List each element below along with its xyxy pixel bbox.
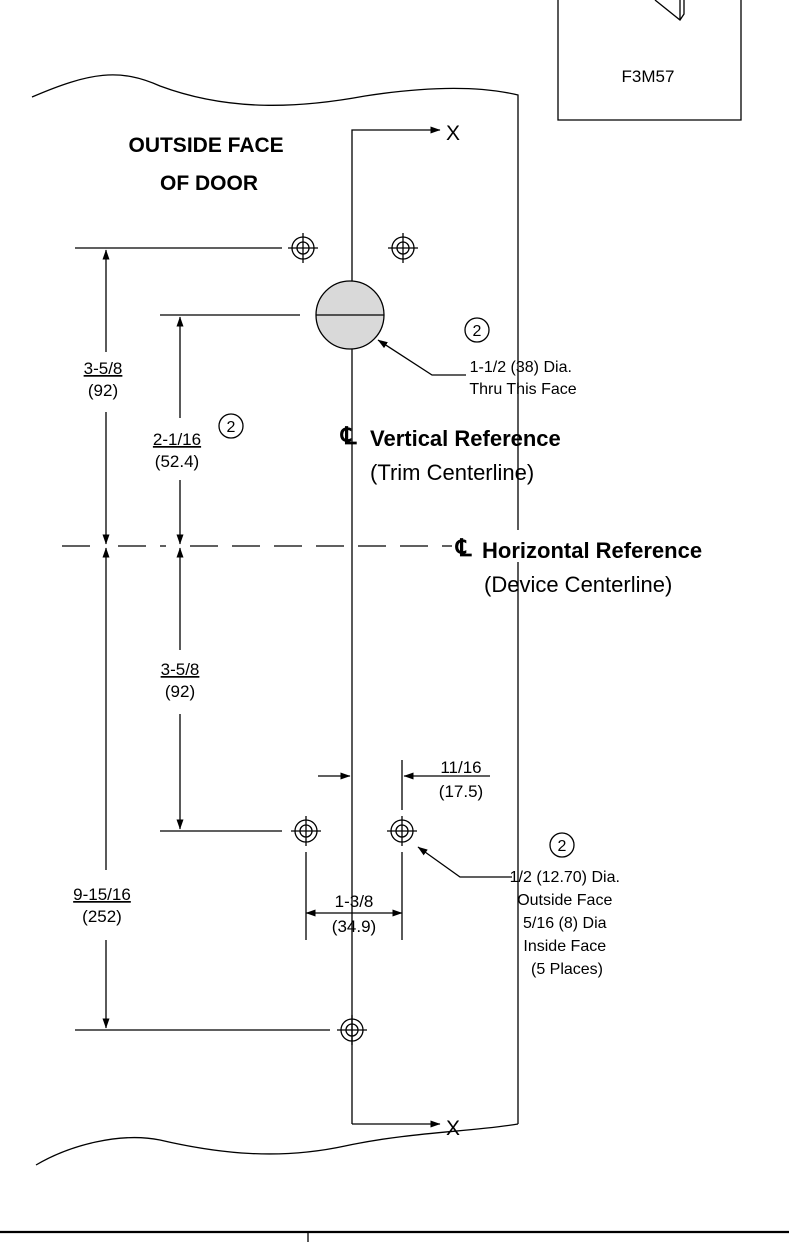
mounting-hole-lower-left [291,816,321,846]
horizontal-reference-title: Horizontal Reference [482,538,702,563]
small-hole-note-line-4: Inside Face [523,938,606,955]
large-hole [315,280,385,350]
callout-circle-2-large-hole [464,317,490,343]
door-face-title-line-2: OF DOOR [160,172,258,195]
dimension-large-hole-to-center: 2-1/16 (52.4) 2 [153,316,244,545]
dimension-top-hole-to-center-metric: (92) [88,381,118,400]
dimension-center-to-lower-holes-metric: (92) [165,682,195,701]
mounting-hole-lower-right [387,816,417,846]
dimension-large-hole-to-center-metric: (52.4) [155,452,199,471]
dimension-lower-hole-spacing: 1-3/8 (34.9) [305,892,403,936]
dimension-top-hole-to-center: 3-5/8 (92) [84,249,123,545]
axis-label-top: X [446,122,460,145]
figure-id-box: F3M57 [557,0,742,121]
dimension-hole-offset: 11/16 (17.5) [318,758,490,801]
horizontal-reference-label: ℄ Horizontal Reference (Device Centerlin… [452,530,752,597]
vertical-reference-subtitle: (Trim Centerline) [370,460,534,485]
extension-lines [75,247,403,1031]
dimension-center-to-bottom-hole-imperial: 9-15/16 [73,885,131,904]
small-hole-note: 1/2 (12.70) Dia. Outside Face 5/16 (8) D… [510,869,625,978]
callout-number-left: 2 [227,419,236,436]
dimension-lower-hole-spacing-metric: (34.9) [332,917,376,936]
small-hole-callout: 2 1/2 (12.70) Dia. Outside Face 5/16 (8)… [417,832,625,978]
door-outline [31,74,519,1166]
large-hole-callout: 2 1-1/2 (38) Dia. Thru This Face [377,317,577,398]
horizontal-reference-subtitle: (Device Centerline) [484,572,672,597]
large-hole-note-line-1: 1-1/2 (38) Dia. [470,359,572,376]
x-axis-reference-line: X X [351,122,460,1140]
small-hole-note-line-1: 1/2 (12.70) Dia. [510,869,620,886]
mounting-hole-top-left [288,233,318,263]
dimension-lower-hole-spacing-imperial: 1-3/8 [335,892,374,911]
small-hole-note-line-5: (5 Places) [531,961,603,978]
horizontal-reference-symbol: ℄ [455,535,472,562]
mounting-hole-bottom [337,1015,367,1045]
small-hole-note-line-3: 5/16 (8) Dia [523,915,607,932]
vertical-reference-symbol: ℄ [340,423,357,450]
dimension-center-to-lower-holes: 3-5/8 (92) [161,547,200,830]
mounting-hole-top-right [388,233,418,263]
small-hole-note-line-2: Outside Face [517,892,612,909]
dimension-top-hole-to-center-imperial: 3-5/8 [84,359,123,378]
dimension-large-hole-to-center-imperial: 2-1/16 [153,430,201,449]
large-hole-note: 1-1/2 (38) Dia. Thru This Face [469,359,576,398]
callout-circle-2-left [218,413,244,439]
dimension-hole-offset-metric: (17.5) [439,782,483,801]
vertical-reference-label: ℄ Vertical Reference (Trim Centerline) [340,423,561,485]
footer-rule [0,1230,789,1242]
large-hole-note-line-2: Thru This Face [469,381,576,398]
door-face-title-line-1: OUTSIDE FACE [128,134,283,157]
callout-number-large-hole: 2 [473,323,482,340]
dimension-hole-offset-imperial: 11/16 [440,758,481,777]
callout-number-small-hole: 2 [558,838,567,855]
axis-label-bottom: X [446,1117,460,1140]
callout-circle-2-small-hole [549,832,575,858]
dimension-center-to-lower-holes-imperial: 3-5/8 [161,660,200,679]
door-face-title: OUTSIDE FACE OF DOOR [128,134,289,195]
figure-id-label: F3M57 [622,67,675,86]
device-sketch-icon [654,0,685,21]
dimension-center-to-bottom-hole-metric: (252) [82,907,122,926]
vertical-reference-title: Vertical Reference [370,426,561,451]
dimension-center-to-bottom-hole: 9-15/16 (252) [73,547,131,1029]
